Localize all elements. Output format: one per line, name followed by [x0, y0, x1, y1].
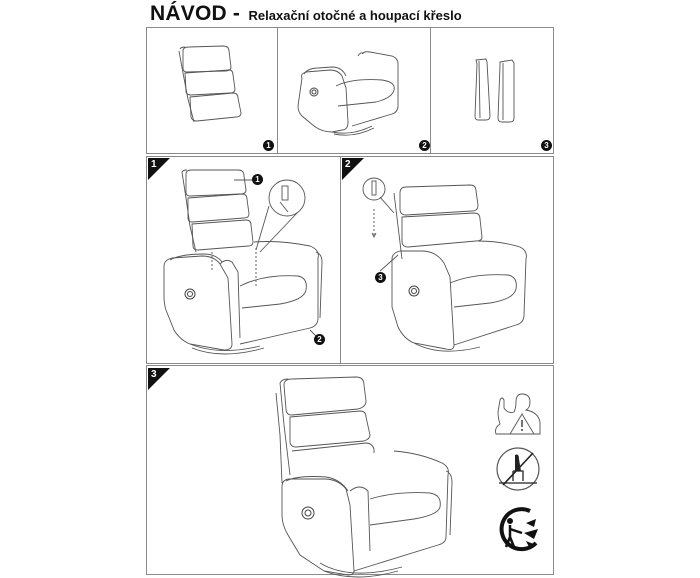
step-2-illustration [362, 177, 527, 352]
part-badge-3: 3 [541, 140, 552, 151]
step-1-callout-1: 1 [252, 174, 263, 185]
step-3-number: 3 [151, 369, 157, 380]
chair-base-illustration [297, 51, 399, 136]
step-1-number: 1 [151, 159, 157, 170]
parts-divider [277, 27, 278, 154]
step-1-illustration [163, 169, 323, 355]
step-3-marker [148, 368, 170, 390]
backrest-brackets-illustration [474, 58, 515, 123]
title-main: NÁVOD - [150, 2, 241, 25]
title-subtitle: Relaxační otočné a houpací křeslo [248, 8, 462, 23]
no-standing-on-chair-icon [496, 447, 540, 491]
step-3-illustration [275, 376, 453, 578]
caution-person-warning-icon [495, 393, 541, 435]
page-title: NÁVOD - Relaxační otočné a houpací křesl… [150, 2, 462, 26]
part-badge-1: 1 [263, 140, 274, 151]
step-2-callout-3: 3 [375, 272, 386, 283]
step-1-callout-2: 2 [314, 334, 325, 345]
parts-divider [430, 27, 431, 154]
backrest-cushion-illustration [178, 45, 242, 123]
step-2-number: 2 [345, 159, 351, 170]
part-badge-2: 2 [419, 140, 430, 151]
tipping-hazard-icon [499, 507, 538, 552]
step-1-panel [146, 156, 341, 364]
step-1-marker [148, 158, 170, 180]
step-2-marker [342, 158, 364, 180]
